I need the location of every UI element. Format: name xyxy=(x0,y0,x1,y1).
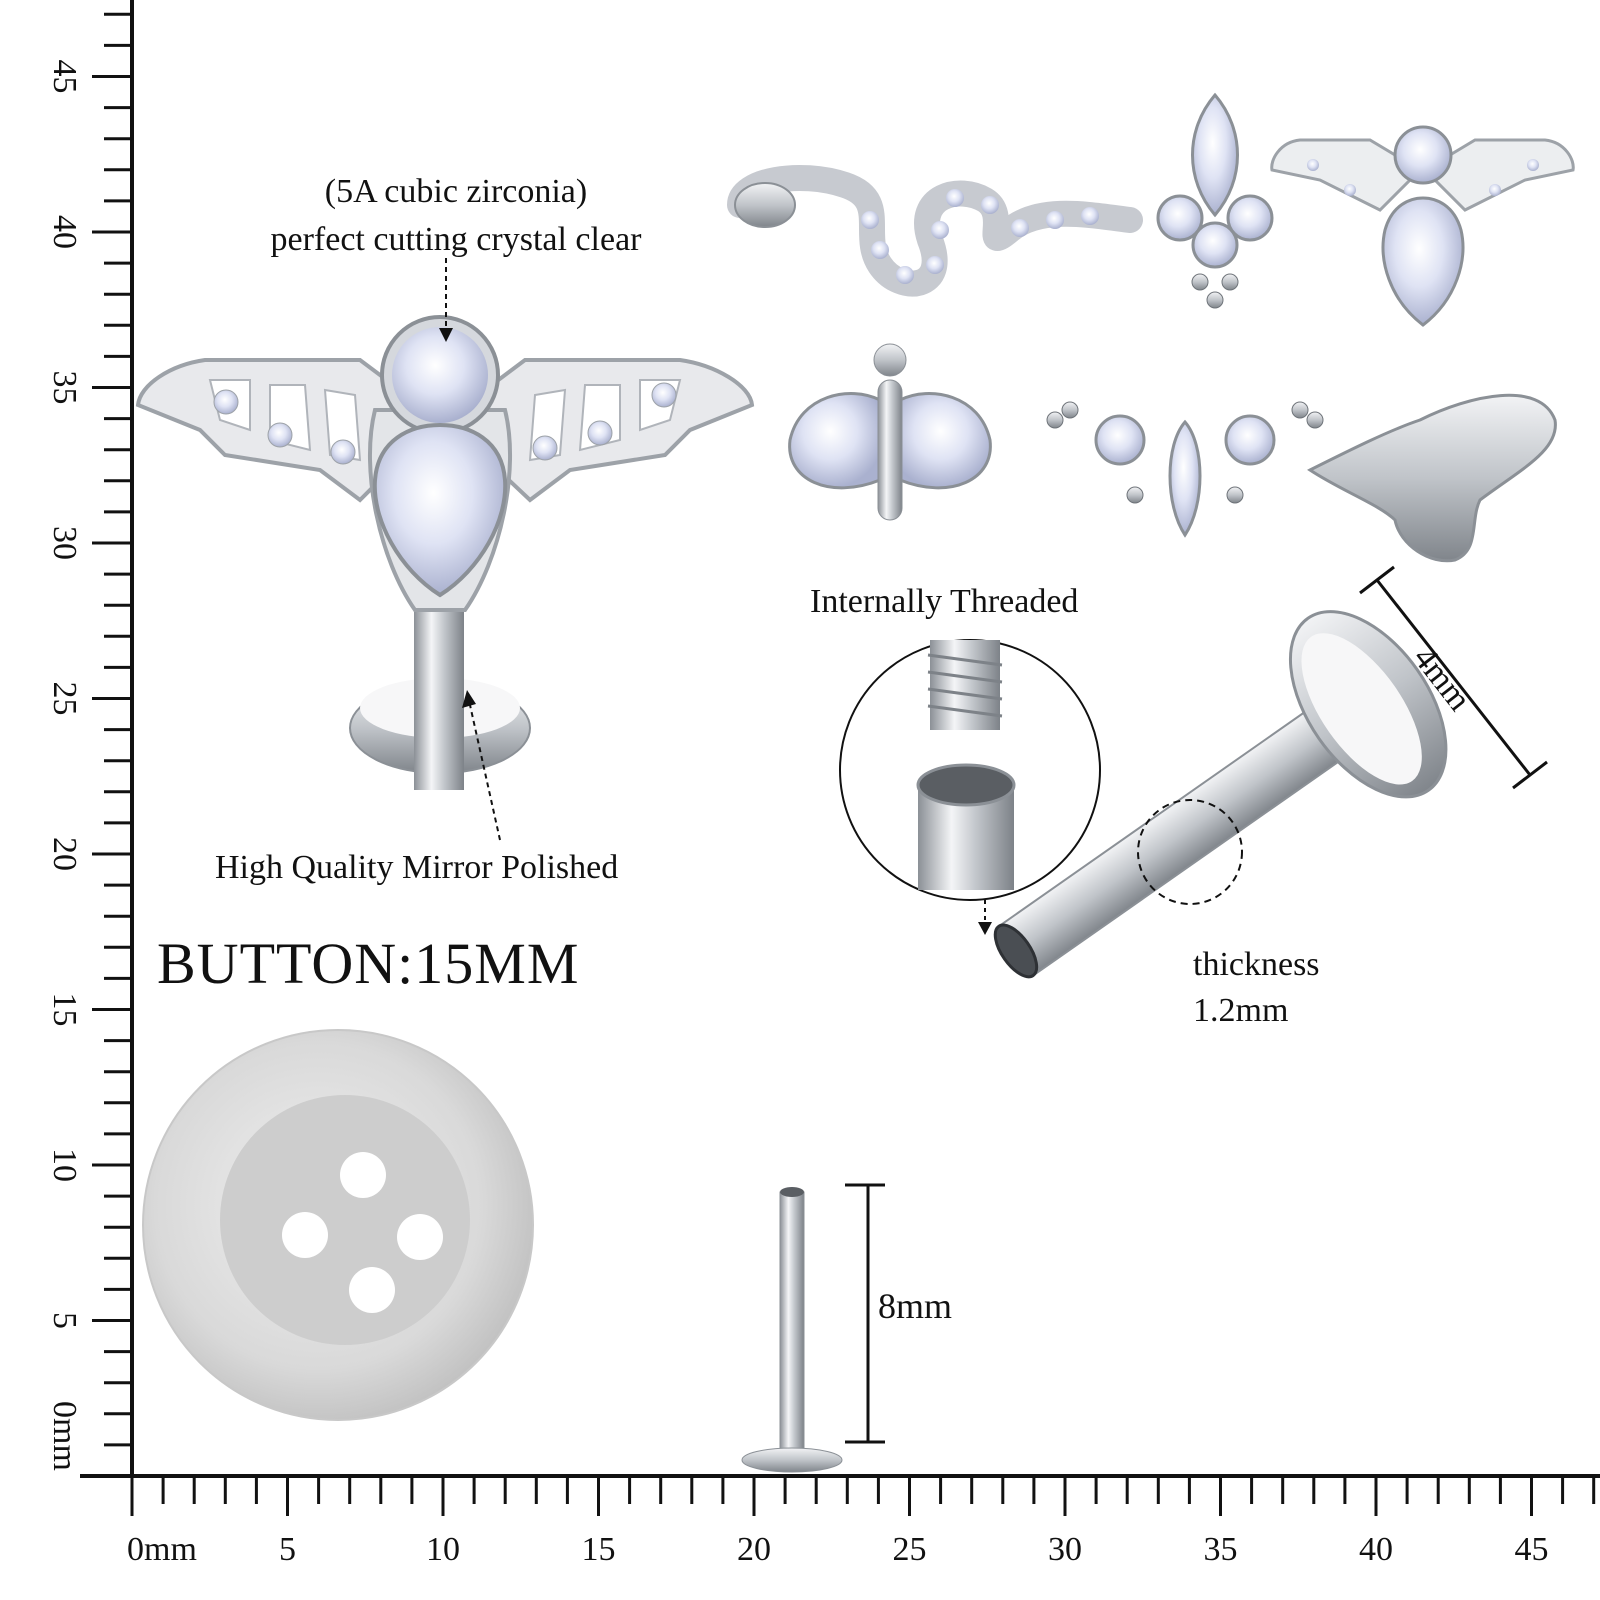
thread-opening xyxy=(993,923,1039,979)
pear-crystal xyxy=(372,422,508,598)
ruler-y-label: 0mm xyxy=(46,1401,83,1471)
gem-small xyxy=(587,420,613,446)
button-dish xyxy=(220,1095,470,1345)
gem-small xyxy=(330,439,356,465)
snake-top xyxy=(727,164,1143,297)
crystal-callout-line1: (5A cubic zirconia) xyxy=(324,173,588,210)
ruler-y-label: 5 xyxy=(46,1312,83,1329)
crown-top xyxy=(1046,401,1324,538)
ruler-x-label: 30 xyxy=(1048,1531,1082,1568)
button-hole xyxy=(349,1267,395,1313)
arrow-head xyxy=(462,690,476,708)
ruler-x-label: 15 xyxy=(582,1531,616,1568)
ruler-x-label: 25 xyxy=(893,1531,927,1568)
ruler-x-label: 10 xyxy=(426,1531,460,1568)
fleur-top xyxy=(1156,92,1274,309)
post-length-label: 8mm xyxy=(878,1286,953,1326)
labret-detail xyxy=(839,565,1548,979)
crystal-callout-line2: perfect cutting crystal clear xyxy=(270,221,642,258)
threaded-screw xyxy=(930,640,1000,730)
bird-top xyxy=(1307,393,1557,563)
gem-small xyxy=(213,389,239,415)
gem-small xyxy=(651,382,677,408)
scale-post xyxy=(779,1191,805,1458)
snake-body xyxy=(727,164,1143,297)
ruler-y-label: 30 xyxy=(46,526,83,560)
thickness-indicator xyxy=(1137,799,1243,905)
wing-panels-left xyxy=(208,379,362,462)
ruler-x-label: 5 xyxy=(279,1531,296,1568)
ruler-y-label: 45 xyxy=(46,60,83,94)
thickness-callout: thickness 1.2mm xyxy=(1193,942,1320,1034)
wing-panels-right xyxy=(528,379,682,462)
ruler-y-label: 35 xyxy=(46,371,83,405)
ruler-y-label: 40 xyxy=(46,215,83,249)
marquise-gem xyxy=(1191,92,1239,218)
detail-disc-face xyxy=(1301,633,1422,785)
ruler-y-label: 10 xyxy=(46,1148,83,1182)
bat-labret-photo xyxy=(135,258,755,841)
arrow-head xyxy=(439,328,453,342)
threaded-callout: Internally Threaded xyxy=(810,583,1079,620)
round-crystal xyxy=(392,327,488,423)
disc-diameter-line xyxy=(1375,579,1532,776)
ruler-x-label: 0mm xyxy=(127,1531,197,1568)
bee-top xyxy=(788,343,992,521)
ruler-x-ticks: 0mm 5 10 15 20 25 30 35 40 45 xyxy=(127,1476,1596,1568)
button-hole xyxy=(340,1152,386,1198)
thickness-label: thickness xyxy=(1193,946,1320,983)
button-15mm xyxy=(142,1029,534,1421)
scale-disc xyxy=(741,1447,843,1473)
gem-small xyxy=(267,422,293,448)
bat-top-small xyxy=(1270,125,1575,327)
labret-to-scale xyxy=(741,1183,885,1473)
gem-small xyxy=(532,435,558,461)
ruler: 0mm 5 10 15 20 25 30 35 40 45 0mm 5 10 15 20 25 30 35 40 4… xyxy=(46,0,1600,1568)
ruler-y-label: 15 xyxy=(46,993,83,1027)
polish-callout: High Quality Mirror Polished xyxy=(215,849,619,886)
snake-head xyxy=(734,182,796,228)
ruler-x-label: 35 xyxy=(1204,1531,1238,1568)
ruler-y-label: 25 xyxy=(46,682,83,716)
button-hole xyxy=(282,1212,328,1258)
thickness-value: 1.2mm xyxy=(1193,992,1289,1029)
ruler-y-ticks: 0mm 5 10 15 20 25 30 35 40 45 xyxy=(46,12,132,1478)
ruler-x-label: 45 xyxy=(1515,1531,1549,1568)
crystal-callout: (5A cubic zirconia) perfect cutting crys… xyxy=(246,168,666,264)
labret-post xyxy=(414,600,464,790)
ruler-x-label: 20 xyxy=(737,1531,771,1568)
ruler-x-label: 40 xyxy=(1359,1531,1393,1568)
button-hole xyxy=(397,1214,443,1260)
button-size-title: BUTTON:15MM xyxy=(157,931,580,996)
ruler-y-label: 20 xyxy=(46,837,83,871)
design-gallery xyxy=(727,92,1575,563)
